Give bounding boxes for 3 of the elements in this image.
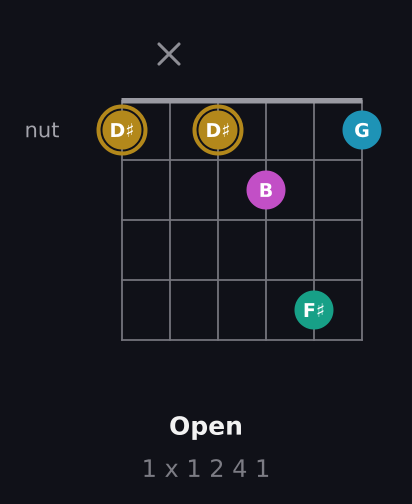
chord-title: Open	[170, 416, 241, 440]
fingering-text: 1 x 1 2 4 1	[144, 459, 268, 477]
fret-label: nut	[26, 122, 59, 138]
